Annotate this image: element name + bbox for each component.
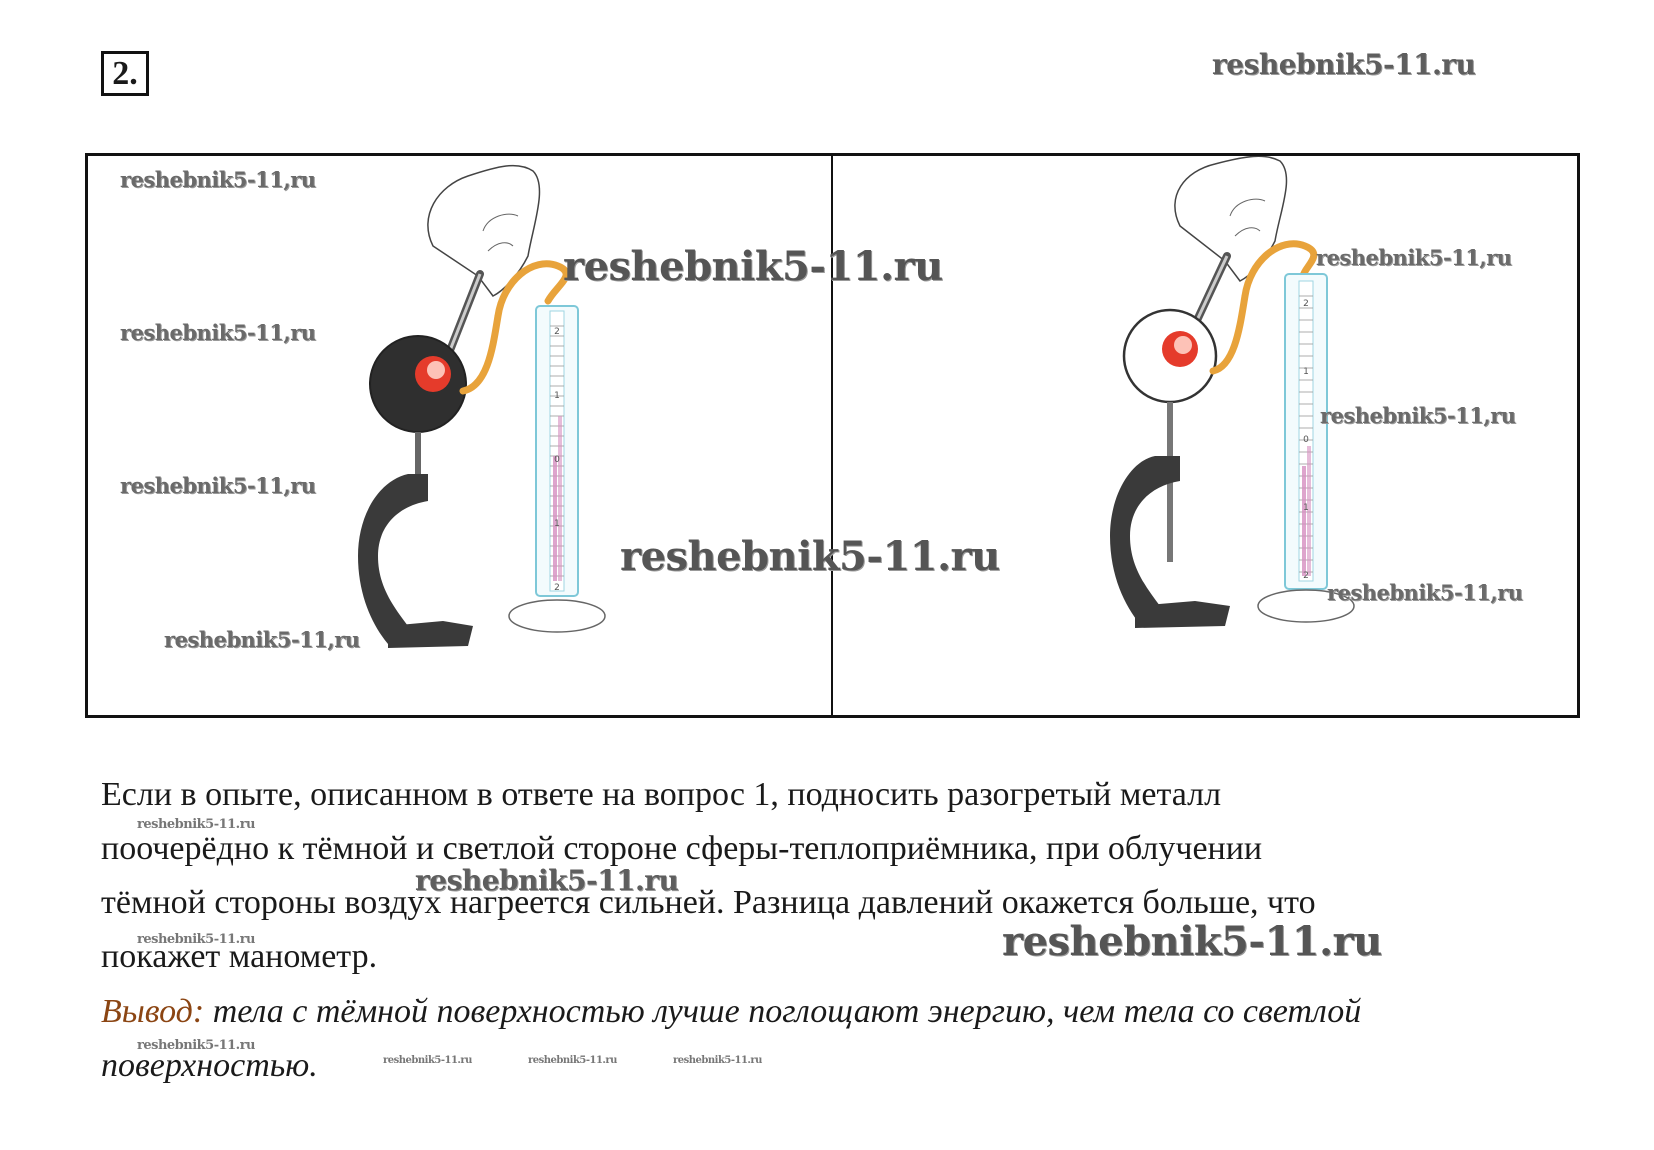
watermark: reshebnik5-11.ru: [137, 932, 256, 947]
watermark: reshebnik5-11,ru: [1320, 403, 1516, 428]
text-line: Если в опыте, описанном в ответе на вопр…: [101, 776, 1222, 813]
stand: [358, 474, 443, 644]
watermark: reshebnik5-11.ru: [137, 1038, 256, 1053]
manometer-base: [1257, 589, 1355, 623]
tick-label: 2: [554, 583, 560, 593]
text-line: покажет манометр.: [101, 938, 378, 975]
dark-sphere: [369, 335, 467, 433]
tick-label: 1: [1303, 503, 1309, 513]
watermark: reshebnik5-11,ru: [120, 320, 316, 345]
text-line: поочерёдно к тёмной и светлой стороне сф…: [101, 830, 1263, 867]
watermark: reshebnik5-11.ru: [137, 817, 256, 832]
manometer-fluid-right: [558, 416, 562, 581]
tick-label: 0: [554, 455, 560, 465]
hand-icon: [1174, 156, 1288, 282]
hose: [1209, 240, 1318, 375]
watermark: reshebnik5-11,ru: [1316, 245, 1512, 270]
watermark: reshebnik5-11.ru: [1002, 918, 1382, 965]
watermark: reshebnik5-11.ru: [383, 1055, 472, 1066]
conclusion-text: тела с тёмной поверхностью лучше поглоща…: [204, 993, 1362, 1030]
stand-rod: [415, 432, 421, 474]
tick-label: 2: [554, 327, 560, 337]
watermark: reshebnik5-11,ru: [120, 167, 316, 192]
watermark: reshebnik5-11,ru: [1327, 580, 1523, 605]
tick-label: 0: [1303, 435, 1309, 445]
watermark: reshebnik5-11,ru: [120, 473, 316, 498]
conclusion-text-end: поверхностью.: [101, 1047, 318, 1084]
manometer-fluid-right: [1307, 446, 1311, 576]
tick-label: 2: [1303, 571, 1309, 581]
tick-label: 1: [1303, 367, 1309, 377]
manometer-fluid-left: [1302, 466, 1306, 576]
question-number: 2.: [101, 51, 149, 96]
watermark: reshebnik5-11.ru: [620, 533, 1000, 580]
hose: [459, 260, 570, 395]
watermark: reshebnik5-11.ru: [528, 1055, 617, 1066]
watermark: reshebnik5-11.ru: [415, 864, 679, 897]
conclusion: Вывод: тела с тёмной поверхностью лучше …: [101, 985, 1601, 1093]
left-panel-illustration: 2 1 0 1 2: [358, 164, 606, 648]
figure-divider: [831, 153, 833, 718]
stand: [1110, 456, 1195, 624]
watermark: reshebnik5-11,ru: [164, 627, 360, 652]
watermark: reshebnik5-11.ru: [563, 243, 943, 290]
text-line: тёмной стороны воздух нагреется сильней.…: [101, 884, 1316, 921]
manometer-fluid-left: [553, 456, 557, 581]
tick-label: 1: [554, 519, 560, 529]
manometer-base: [508, 599, 606, 633]
watermark-header: reshebnik5-11.ru: [1212, 48, 1476, 81]
tick-label: 1: [554, 391, 560, 401]
watermark: reshebnik5-11.ru: [673, 1055, 762, 1066]
answer-text: Если в опыте, описанном в ответе на вопр…: [101, 768, 1591, 984]
tick-label: 2: [1303, 299, 1309, 309]
conclusion-label: Вывод:: [101, 993, 205, 1030]
right-panel-illustration: 2 1 0 1 2: [1110, 156, 1355, 628]
